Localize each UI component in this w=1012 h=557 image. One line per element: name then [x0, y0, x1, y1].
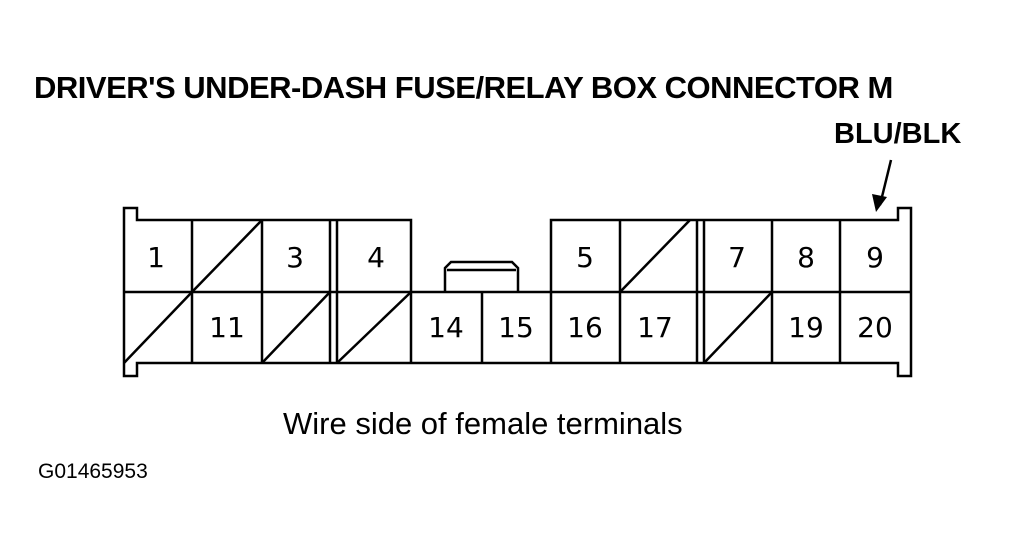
terminal-17: 17 — [637, 311, 673, 344]
diagram-caption: Wire side of female terminals — [283, 406, 683, 441]
locking-tab — [443, 260, 520, 292]
terminal-19: 19 — [788, 311, 824, 344]
terminal-11: 11 — [209, 311, 245, 344]
terminal-3: 3 — [286, 241, 304, 274]
wire-color-label: BLU/BLK — [834, 118, 962, 150]
terminal-20: 20 — [857, 311, 893, 344]
empty-cavity-18 — [703, 291, 773, 364]
terminal-labels: 1 3 4 5 7 8 9 11 14 15 16 17 19 20 — [147, 241, 893, 344]
terminal-1: 1 — [147, 241, 165, 274]
terminal-16: 16 — [567, 311, 603, 344]
pointer-arrow — [872, 159, 893, 212]
terminal-4: 4 — [367, 241, 385, 274]
terminal-14: 14 — [428, 311, 464, 344]
terminal-9: 9 — [866, 241, 884, 274]
terminal-8: 8 — [797, 241, 815, 274]
diagram-title: DRIVER'S UNDER-DASH FUSE/RELAY BOX CONNE… — [34, 70, 893, 105]
empty-cavity-13 — [336, 291, 412, 364]
empty-cavity-12 — [261, 291, 331, 364]
figure-code: G01465953 — [38, 460, 148, 483]
connector-housing — [122, 206, 913, 378]
terminal-15: 15 — [498, 311, 534, 344]
terminal-7: 7 — [728, 241, 746, 274]
empty-cavity-10 — [123, 291, 193, 364]
empty-cavity-6 — [619, 219, 691, 293]
terminal-5: 5 — [576, 241, 594, 274]
empty-cavity-2 — [191, 219, 263, 293]
